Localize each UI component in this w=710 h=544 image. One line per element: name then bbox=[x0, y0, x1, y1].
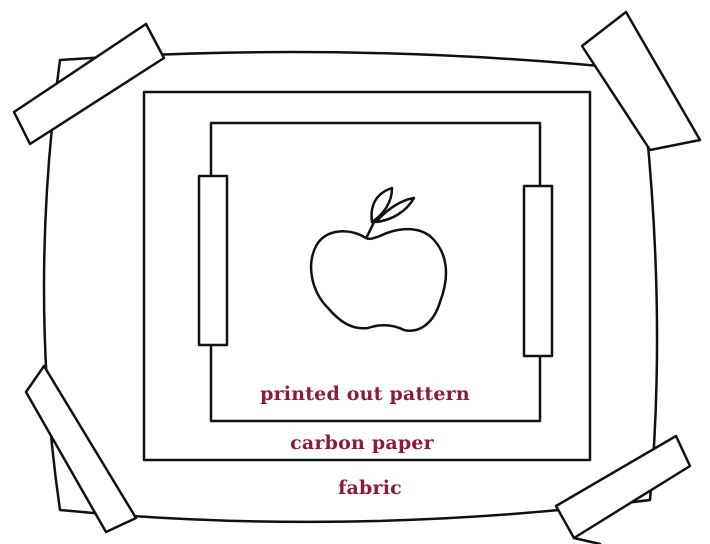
tape-bottom-right bbox=[554, 434, 692, 540]
pattern-left-strip bbox=[197, 174, 229, 347]
pattern-right-strip bbox=[522, 184, 554, 358]
apple-outline-icon bbox=[309, 186, 448, 333]
label-printed-out-pattern: printed out pattern bbox=[260, 383, 470, 405]
tape-top-right bbox=[580, 10, 702, 152]
label-fabric: fabric bbox=[338, 477, 402, 499]
label-carbon-paper: carbon paper bbox=[290, 432, 434, 454]
tape-bottom-left bbox=[24, 364, 138, 534]
tape-bottom-right-fold bbox=[572, 536, 602, 544]
tape-top-left bbox=[12, 22, 166, 146]
